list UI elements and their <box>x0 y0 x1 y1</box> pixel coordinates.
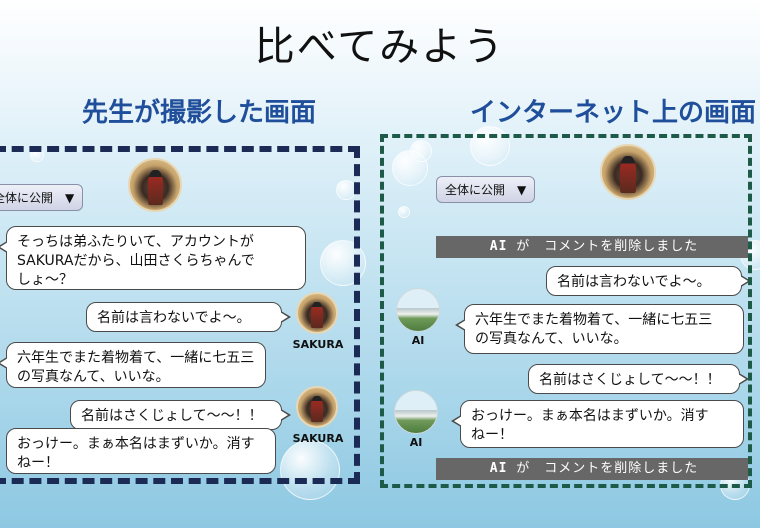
right-heading: インターネット上の画面 <box>470 98 757 128</box>
teacher-screenshot-panel: 全体に公開 ▼ そっちは弟ふたりいて、アカウントが SAKURAだから、山田さくら… <box>0 146 360 484</box>
comment-bubble: 六年生でまた着物着て、一緒に七五三 の写真なんて、いいな。 <box>455 304 744 354</box>
left-heading: 先生が撮影した画面 <box>82 98 317 128</box>
sakura-avatar <box>296 386 338 428</box>
profile-avatar <box>128 158 182 212</box>
comment-bubble: おっけー。まぁ本名はまずいか。消す ねー！ <box>451 400 744 448</box>
decorative-bubble <box>410 140 432 162</box>
chevron-down-icon: ▼ <box>517 183 527 197</box>
decorative-bubble <box>470 126 510 166</box>
comment-deleted-notice: AI が コメントを削除しました <box>436 458 748 480</box>
sakura-name: SAKURA <box>292 432 344 445</box>
visibility-select[interactable]: 全体に公開 ▼ <box>436 176 536 203</box>
decorative-bubble <box>398 206 410 218</box>
comment-bubble: 名前はさくじょして～～！！ <box>70 400 291 430</box>
deleted-by: AI <box>489 239 508 254</box>
sakura-avatar <box>296 292 338 334</box>
comment-bubble: 名前は言わないでよ～。 <box>546 266 748 296</box>
visibility-label: 全体に公開 <box>0 191 54 205</box>
comment-bubble: おっけー。まぁ本名はまずいか。消す ねー！ <box>6 428 276 474</box>
page-title: 比べてみよう <box>254 24 506 70</box>
deleted-by: AI <box>489 461 508 476</box>
visibility-select[interactable]: 全体に公開 ▼ <box>0 184 84 211</box>
deleted-text: が コメントを削除しました <box>516 239 699 254</box>
comment-bubble: 六年生でまた着物着て、一緒に七五三 の写真なんて、いいな。 <box>0 342 266 388</box>
chevron-down-icon: ▼ <box>65 191 75 205</box>
deleted-text: が コメントを削除しました <box>516 461 699 476</box>
decorative-bubble <box>280 440 340 500</box>
comment-bubble: そっちは弟ふたりいて、アカウントが SAKURAだから、山田さくらちゃんで しょ… <box>0 226 306 290</box>
comment-deleted-notice: AI が コメントを削除しました <box>436 236 748 258</box>
sakura-name: SAKURA <box>292 338 344 351</box>
profile-avatar <box>600 144 656 200</box>
ai-avatar <box>396 288 440 332</box>
comment-bubble: 名前はさくじょして～～！！ <box>528 364 748 394</box>
ai-name: AI <box>411 334 425 347</box>
internet-screen-panel: 全体に公開 ▼ AI が コメントを削除しました 名前は言わないでよ～。 AI 六… <box>380 134 752 488</box>
ai-name: AI <box>409 436 423 449</box>
comment-bubble: 名前は言わないでよ～。 <box>86 302 291 332</box>
visibility-label: 全体に公開 <box>445 183 506 197</box>
ai-avatar <box>394 390 438 434</box>
